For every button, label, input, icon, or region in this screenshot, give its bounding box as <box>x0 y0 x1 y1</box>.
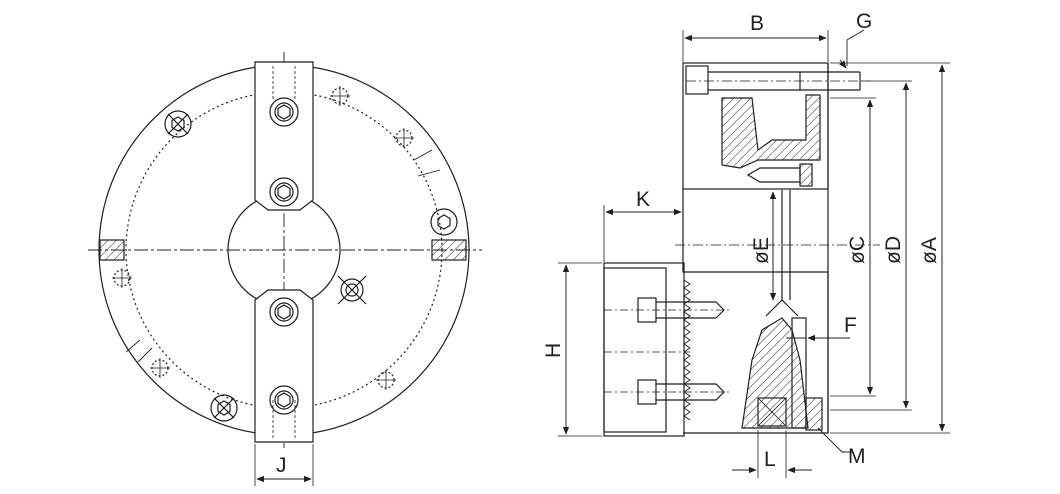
jaw-strip <box>254 61 314 443</box>
front-view <box>88 52 482 486</box>
mount-bolt-center-right <box>337 275 367 305</box>
b-label: B <box>750 12 764 35</box>
radial-tick-3 <box>125 339 141 353</box>
l-label: L <box>764 448 776 471</box>
jaw-bolt-upper <box>604 297 730 323</box>
dotted-hole-right-upper <box>394 128 414 148</box>
lower-piston-cone <box>765 299 799 317</box>
j-label: J <box>276 454 287 477</box>
g-leader <box>846 29 865 66</box>
top-bolt-head <box>685 65 709 95</box>
upper-small-screw <box>746 167 801 183</box>
m-nut <box>805 397 823 431</box>
side-plug-left <box>99 239 125 261</box>
upper-small-screw-head <box>799 163 813 187</box>
dotted-hole-bottom-left <box>150 358 170 378</box>
dia-e-label: øE <box>750 237 773 264</box>
radial-tick-2 <box>417 169 441 177</box>
mount-bolt-right <box>430 208 458 236</box>
g-arrow <box>839 59 847 69</box>
h-label: H <box>542 343 565 358</box>
dia-a-label: øA <box>918 237 941 264</box>
dotted-hole-bottom-right <box>376 370 396 390</box>
g-label: G <box>856 10 872 33</box>
mount-bolt-top-left <box>164 110 192 138</box>
right-sleeve <box>791 317 807 429</box>
radial-tick-1 <box>413 149 433 161</box>
jaw-screw-lower <box>269 297 299 327</box>
radial-tick-4 <box>137 347 153 363</box>
front-jaw-block <box>603 262 685 437</box>
dotted-hole-left <box>112 268 132 288</box>
lower-piston-section <box>741 317 809 429</box>
lower-piston-slot-x2 <box>757 397 787 427</box>
m-label: M <box>848 445 866 468</box>
jaw-screw-upper <box>269 177 299 207</box>
serration-teeth <box>683 279 691 421</box>
mount-bolt-bottom-left <box>210 394 238 422</box>
front-jaw-lip <box>603 267 667 433</box>
side-plug-right <box>431 239 467 261</box>
side-view <box>603 62 880 437</box>
jaw-bolt-lower <box>604 379 730 405</box>
jaw-screw-bottom <box>269 385 299 415</box>
dotted-hole-top-right <box>330 86 350 106</box>
dia-c-label: øC <box>846 236 869 264</box>
k-label: K <box>636 188 650 211</box>
jaw-screw-top <box>269 97 299 127</box>
lower-piston-slot <box>757 397 787 427</box>
f-label: F <box>844 314 857 337</box>
m-leader <box>817 427 852 453</box>
dia-d-label: øD <box>882 236 905 264</box>
side-dimensions <box>558 29 950 478</box>
upper-jaw-section <box>721 94 821 169</box>
